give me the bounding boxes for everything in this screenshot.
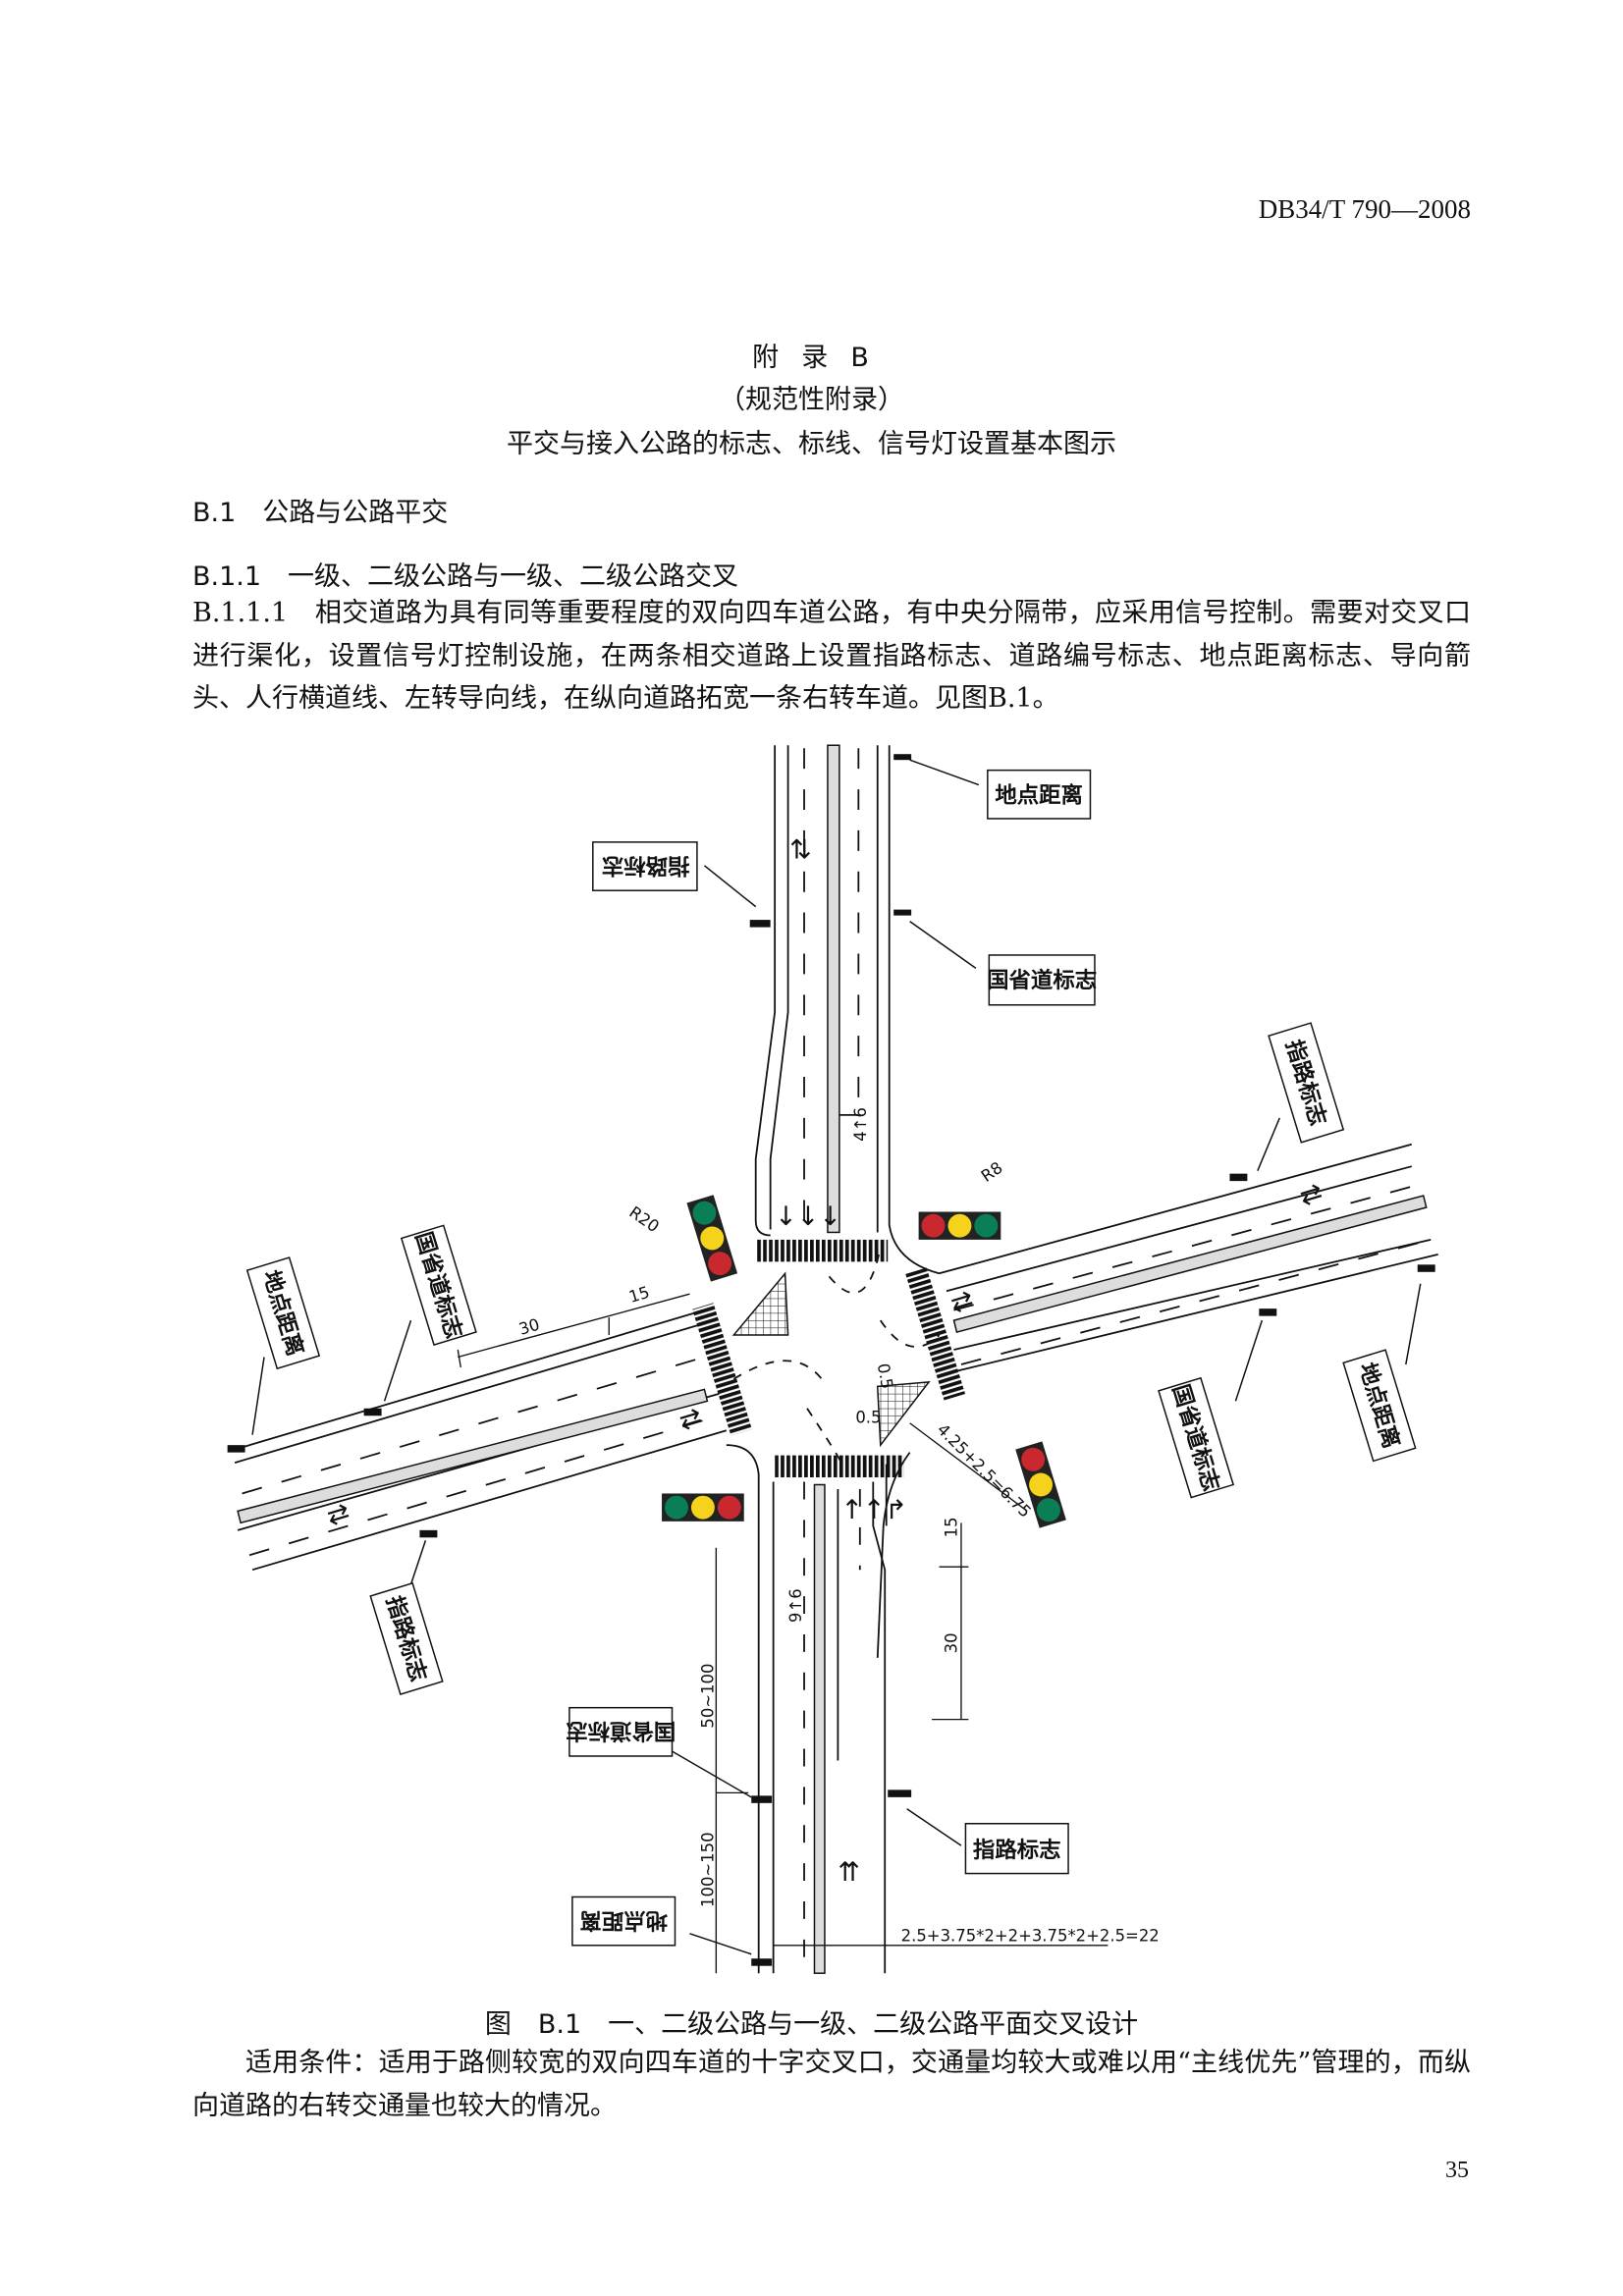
dim-taper-bottom: 9↑6 <box>786 1588 805 1623</box>
sign-route-north: 国省道标志 <box>987 954 1097 1006</box>
central-medians <box>237 744 1428 1974</box>
section-b1-heading: B.1 公路与公路平交 <box>192 498 449 528</box>
dim-r20: R20 <box>625 1202 662 1236</box>
traffic-light-north <box>918 1211 1001 1240</box>
appendix-type: （规范性附录） <box>719 385 904 415</box>
crosswalk-south <box>775 1455 904 1478</box>
crosswalks <box>692 1239 966 1478</box>
crosswalk-east <box>905 1267 966 1401</box>
traffic-light-east <box>1015 1441 1066 1528</box>
median-west <box>237 1388 709 1524</box>
appendix-title: 附 录 B <box>752 343 871 373</box>
arrow-icon: ↑↑↱ <box>840 1495 907 1525</box>
traffic-lights <box>662 1195 1066 1528</box>
dim-100-150: 100~150 <box>698 1832 717 1907</box>
dim-width-22: 2.5+3.75*2+2+3.75*2+2.5=22 <box>901 1926 1160 1945</box>
section-b111-paragraph: B.1.1.1 相交道路为具有同等重要程度的双向四车道公路，有中央分隔带，应采用… <box>192 598 1471 714</box>
crosswalk-west <box>692 1303 752 1436</box>
road-lines <box>234 745 1438 1974</box>
svg-text:国省道标志: 国省道标志 <box>566 1718 676 1744</box>
sign-guide-east: 指路标志 <box>1268 1022 1345 1144</box>
standard-number: DB34/T 790—2008 <box>1258 194 1471 224</box>
svg-text:地点距离: 地点距离 <box>579 1907 668 1934</box>
sign-guide-north: 指路标志 <box>592 841 698 891</box>
sign-route-east: 国省道标志 <box>1158 1376 1235 1499</box>
appendix-subtitle: 平交与接入公路的标志、标线、信号灯设置基本图示 <box>507 429 1116 459</box>
dim-6.75: 4.25+2.5=6.75 <box>934 1420 1035 1522</box>
median-south <box>813 1483 826 1974</box>
arrow-icon: ⇄ <box>1296 1177 1326 1212</box>
arrow-icon: ⇅ <box>789 834 812 865</box>
dim-30-right: 30 <box>942 1632 960 1653</box>
svg-text:指路标志: 指路标志 <box>973 1837 1061 1863</box>
median-east <box>952 1195 1428 1333</box>
sign-distance-south: 地点距离 <box>571 1896 676 1947</box>
dim-15-left: 15 <box>626 1283 652 1307</box>
section-b11-heading: B.1.1 一级、二级公路与一级、二级公路交叉 <box>192 561 739 592</box>
dim-0.5-b: 0.5 <box>855 1409 881 1427</box>
dimension-lines <box>457 1293 1109 1974</box>
channelization-islands <box>731 1271 931 1448</box>
dim-50-100: 50~100 <box>698 1664 717 1729</box>
sign-distance-north: 地点距离 <box>987 769 1092 820</box>
arrow-icon: ↓↓↓ <box>775 1201 841 1232</box>
sign-posts <box>227 754 1435 1966</box>
dim-0.5-a: 0.5 <box>874 1362 896 1390</box>
dim-r8: R8 <box>978 1158 1006 1186</box>
arrow-icon: ⇄ <box>323 1497 353 1532</box>
sign-guide-west: 指路标志 <box>369 1581 444 1695</box>
arrow-icon: ⇄ <box>676 1402 706 1437</box>
sign-distance-east: 地点距离 <box>1342 1349 1417 1463</box>
dim-15-right: 15 <box>942 1517 960 1537</box>
arrow-icon: ⇈ <box>838 1857 860 1888</box>
median-north <box>827 744 840 1234</box>
conditions-paragraph: 适用条件：适用于路侧较宽的双向四车道的十字交叉口，交通量均较大或难以用“主线优先… <box>192 2048 1471 2121</box>
svg-text:地点距离: 地点距离 <box>995 782 1083 809</box>
traffic-light-west <box>686 1195 738 1282</box>
svg-text:指路标志: 指路标志 <box>602 852 690 879</box>
crosswalk-north <box>755 1239 889 1262</box>
page-number: 35 <box>1445 2158 1469 2183</box>
post-icon <box>893 754 912 761</box>
sign-distance-west: 地点距离 <box>245 1256 321 1370</box>
leader-lines <box>251 759 1422 1955</box>
sign-route-south: 国省道标志 <box>566 1706 676 1757</box>
arrow-icon: ⇄ <box>947 1284 977 1319</box>
sign-route-west: 国省道标志 <box>400 1224 477 1347</box>
dim-taper-top: 4↑6 <box>851 1107 870 1142</box>
traffic-light-south <box>662 1493 744 1522</box>
figure-caption: 图 B.1 一、二级公路与一级、二级公路平面交叉设计 <box>484 2009 1139 2040</box>
svg-text:国省道标志: 国省道标志 <box>987 967 1097 993</box>
sign-guide-south: 指路标志 <box>964 1823 1069 1875</box>
